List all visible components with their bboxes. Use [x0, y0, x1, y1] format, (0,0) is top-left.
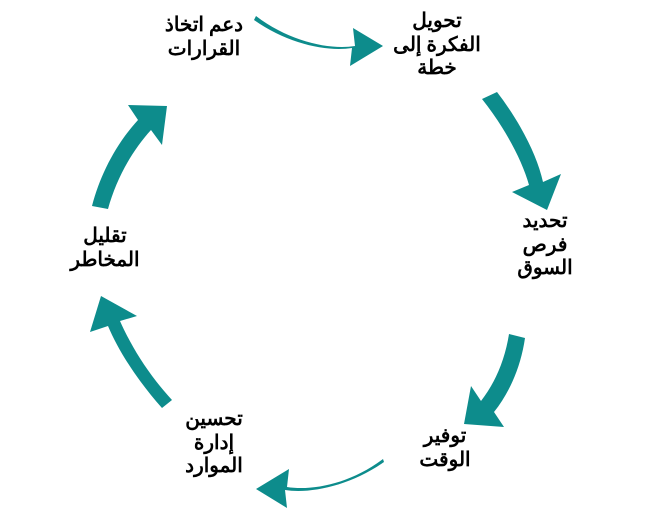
curved-arrow-left-icon: [256, 459, 384, 508]
curved-arrow-down-left-icon: [464, 334, 525, 427]
cycle-stage-label-market: تحديد فرص السوق: [517, 210, 573, 280]
cycle-stage-label-time: توفير الوقت: [419, 425, 471, 471]
curved-arrow-up-left-icon: [90, 296, 172, 408]
cycle-stage-label-risk: تقليل المخاطر: [70, 225, 140, 271]
curved-arrow-down-right-icon: [482, 92, 561, 210]
curved-arrow-right-icon: [254, 16, 383, 66]
curved-arrow-up-right-icon: [92, 105, 167, 209]
cycle-stage-label-resource: تحسين إدارة الموارد: [185, 408, 243, 478]
cycle-stage-label-decision: دعم اتخاذ القرارات: [164, 14, 244, 60]
cycle-stage-label-plan: تحويل الفكرة إلى خطة: [393, 10, 481, 80]
